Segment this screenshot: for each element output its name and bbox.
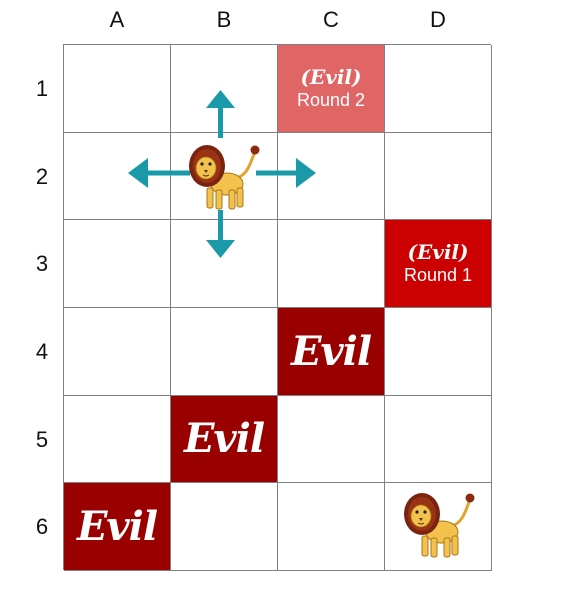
- cell-a4[interactable]: [64, 308, 171, 396]
- evil-label: Evil: [183, 415, 265, 462]
- cell-c5[interactable]: [278, 396, 385, 483]
- evil-label: Evil: [290, 327, 372, 375]
- cell-b6[interactable]: [171, 483, 278, 571]
- cell-c6[interactable]: [278, 483, 385, 571]
- row-label-1: 1: [35, 76, 49, 101]
- lion-icon[interactable]: [400, 488, 476, 562]
- row-label-2: 2: [35, 164, 49, 189]
- cell-c2[interactable]: [278, 133, 385, 220]
- right-arrow-icon[interactable]: [256, 156, 316, 190]
- cell-d4[interactable]: [385, 308, 492, 396]
- cell-b1[interactable]: [171, 45, 278, 133]
- left-arrow-icon[interactable]: [128, 156, 190, 190]
- cell-b4[interactable]: [171, 308, 278, 396]
- board-grid: (Evil) Round 2 (Evil) Round 1 Evil Evil …: [63, 44, 492, 571]
- cell-d5[interactable]: [385, 396, 492, 483]
- cell-b3[interactable]: [171, 220, 278, 308]
- evil-label: (Evil): [407, 240, 469, 264]
- evil-label: (Evil): [300, 65, 362, 89]
- cell-d6[interactable]: [385, 483, 492, 571]
- round-label: Round 1: [403, 265, 473, 285]
- cell-d1[interactable]: [385, 45, 492, 133]
- lion-icon[interactable]: [185, 140, 261, 214]
- cell-d3[interactable]: (Evil) Round 1: [385, 220, 492, 308]
- down-arrow-icon[interactable]: [202, 210, 238, 258]
- cell-c1[interactable]: (Evil) Round 2: [278, 45, 385, 133]
- column-label-a: A: [109, 7, 125, 32]
- column-label-c: C: [323, 7, 339, 32]
- row-label-4: 4: [35, 339, 49, 364]
- cell-a1[interactable]: [64, 45, 171, 133]
- round-label: Round 2: [296, 90, 366, 110]
- cell-b2[interactable]: [171, 133, 278, 220]
- column-label-b: B: [216, 7, 232, 32]
- row-label-6: 6: [35, 514, 49, 539]
- column-label-d: D: [430, 7, 446, 32]
- cell-c4[interactable]: Evil: [278, 308, 385, 396]
- cell-b5[interactable]: Evil: [171, 396, 278, 483]
- cell-a6[interactable]: Evil: [64, 483, 171, 571]
- cell-a2[interactable]: [64, 133, 171, 220]
- evil-label: Evil: [76, 502, 158, 550]
- row-label-5: 5: [35, 427, 49, 452]
- cell-a3[interactable]: [64, 220, 171, 308]
- cell-d2[interactable]: [385, 133, 492, 220]
- row-label-3: 3: [35, 251, 49, 276]
- cell-c3[interactable]: [278, 220, 385, 308]
- cell-a5[interactable]: [64, 396, 171, 483]
- up-arrow-icon[interactable]: [202, 90, 238, 138]
